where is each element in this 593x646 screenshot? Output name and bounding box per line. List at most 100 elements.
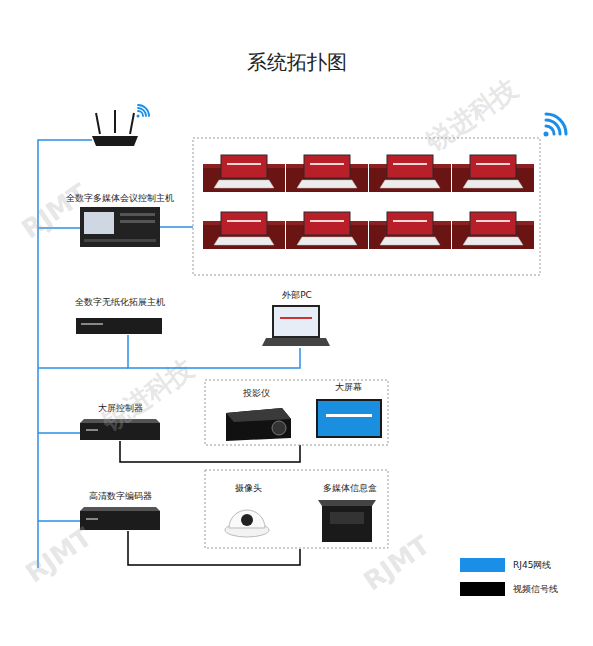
screen-text-line [280, 317, 312, 319]
laptop-base [262, 338, 330, 346]
device-top [80, 419, 160, 423]
antenna [114, 110, 116, 133]
device-lights [81, 323, 103, 325]
network-branch [38, 432, 80, 434]
camera-dome [229, 510, 265, 528]
encoder [80, 507, 160, 530]
watermark: 锐进科技 [95, 351, 200, 439]
wifi-icon [137, 105, 150, 118]
device-node: 投影仪 [220, 388, 292, 443]
terminal [286, 155, 368, 192]
device-node: 大屏控制器 [78, 403, 162, 443]
watermark: RJMT [16, 178, 93, 245]
video-wires [120, 441, 300, 565]
device-node: 全数字无纸化拓展主机 [72, 297, 168, 335]
rack-screen [84, 212, 114, 234]
expansion-host [76, 318, 162, 334]
terminal [369, 155, 451, 192]
legend-text: 视频信号线 [513, 582, 558, 596]
big-screen [316, 399, 382, 438]
multimedia-box [318, 500, 376, 542]
terminal-group-frame [193, 138, 540, 275]
device-label: 摄像头 [222, 483, 274, 494]
device-label: 大屏幕 [312, 382, 384, 393]
legend-text: RJ45网线 [513, 558, 551, 572]
screen-text-line [326, 414, 372, 417]
projector-lens [272, 421, 286, 435]
wifi-arc [546, 126, 554, 134]
group-frames [193, 138, 540, 548]
device-label: 投影仪 [220, 388, 292, 399]
control-host-rack [80, 207, 160, 247]
rack-body [80, 207, 160, 247]
terminal [452, 212, 534, 249]
router-body [92, 136, 138, 146]
wifi-arc [546, 114, 566, 134]
wifi-arc [138, 111, 143, 116]
device-node: 大屏幕 [312, 382, 384, 442]
wifi-dot [544, 132, 549, 137]
device-lights [86, 429, 98, 431]
screen-controller [80, 419, 160, 440]
camera-lens [241, 514, 253, 526]
box-top [318, 500, 376, 506]
network-branch [38, 227, 80, 229]
rj45-connector [128, 335, 300, 368]
laptop-lid [272, 305, 320, 338]
terminal [286, 212, 368, 249]
device-label: 全数字多媒体会议控制主机 [63, 193, 177, 204]
diagram-title: 系统拓扑图 [0, 49, 593, 75]
device-label: 大屏控制器 [78, 403, 162, 414]
device-top [80, 507, 160, 511]
video-wire [120, 441, 300, 462]
device-lights [86, 518, 98, 520]
device-node: 全数字多媒体会议控制主机 [63, 193, 177, 251]
wifi-arc [546, 120, 560, 134]
wifi-icon [544, 114, 567, 137]
network-branch [38, 367, 128, 369]
display-group-frame [205, 380, 388, 445]
terminal [203, 212, 285, 249]
rj45-wires [38, 140, 193, 568]
router [92, 110, 138, 146]
terminal [203, 155, 285, 192]
device-node: 摄像头 [222, 483, 274, 541]
device-body [80, 423, 160, 440]
capture-group-frame [205, 470, 388, 548]
camera [225, 510, 269, 537]
device-label: 全数字无纸化拓展主机 [72, 297, 168, 308]
network-bus [38, 140, 92, 568]
video-wire [128, 531, 300, 565]
wifi-arc [138, 108, 146, 116]
device-label: 外部PC [266, 290, 328, 301]
box-body [322, 506, 372, 542]
device-node: 多媒体信息盒 [318, 483, 382, 547]
network-branch [160, 226, 193, 228]
projector [226, 408, 291, 441]
device-label: 高清数字编码器 [78, 491, 162, 502]
watermark: RJMT [20, 522, 97, 589]
terminal [369, 212, 451, 249]
terminal [452, 155, 534, 192]
laptop [262, 305, 330, 346]
rack-panel [120, 213, 155, 216]
rack-panel [120, 220, 155, 223]
antenna [96, 113, 100, 134]
projector-top [226, 408, 291, 422]
watermark: RJMT [358, 530, 435, 597]
projector-body [226, 408, 291, 441]
wifi-dot [137, 115, 140, 118]
device-body [76, 318, 162, 334]
legend-swatch [460, 558, 505, 572]
device-body [80, 511, 160, 530]
wifi-arc [138, 105, 149, 116]
device-node: 外部PC [266, 290, 328, 348]
antenna [130, 113, 134, 134]
watermark: 锐进科技 [419, 71, 524, 159]
network-branch [38, 520, 80, 522]
screen-panel [318, 401, 380, 436]
